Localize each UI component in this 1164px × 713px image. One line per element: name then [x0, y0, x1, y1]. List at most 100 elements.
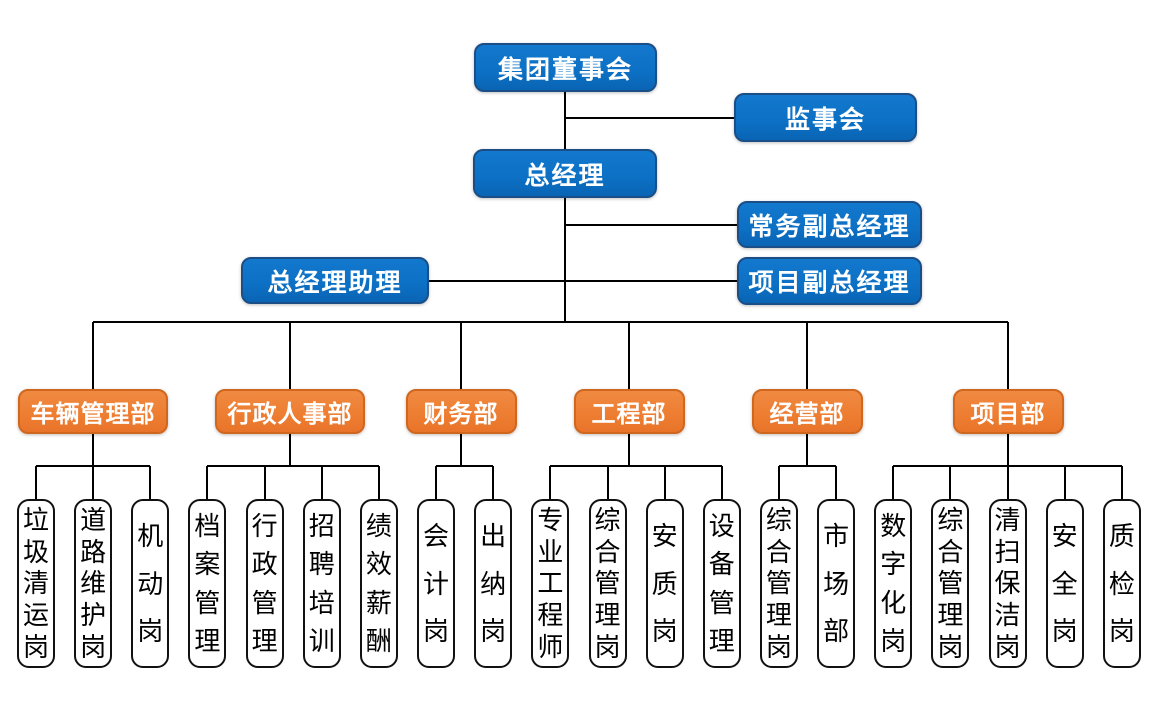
position-char: 训 — [308, 625, 335, 656]
position-char: 岗 — [880, 625, 907, 656]
node-position-admin-hr-3: 绩效薪酬 — [359, 499, 398, 668]
node-position-admin-hr-2: 招聘培训 — [302, 499, 341, 668]
node-position-project-1: 综合管理岗 — [931, 499, 970, 668]
connector-position-stem — [806, 434, 808, 466]
node-position-project-4-label: 质检岗 — [1105, 501, 1139, 666]
connector-position-stem — [92, 434, 94, 466]
connector-position-drop — [1063, 466, 1066, 499]
node-dept-operations: 经营部 — [751, 389, 863, 434]
connector-exec-deputy — [565, 224, 737, 226]
node-position-engineering-1: 综合管理岗 — [588, 499, 627, 668]
node-position-engineering-2-label: 安质岗 — [648, 501, 682, 666]
position-char: 管 — [937, 568, 964, 599]
position-char: 政 — [251, 549, 278, 580]
connector-position-drop — [835, 466, 838, 499]
connector-position-drop — [949, 466, 952, 499]
connector-position-drop — [377, 466, 380, 499]
position-char: 会 — [423, 520, 450, 551]
connector-position-drop — [663, 466, 666, 499]
connector-position-drop — [92, 466, 95, 499]
node-position-project-0-label: 数字化岗 — [876, 501, 910, 666]
connector-position-line — [778, 465, 837, 467]
node-position-finance-1-label: 出纳岗 — [476, 501, 510, 666]
connector-position-drop — [777, 466, 780, 499]
node-position-project-3: 安全岗 — [1045, 499, 1084, 668]
connector-position-drop — [892, 466, 895, 499]
connector-position-drop — [263, 466, 266, 499]
connector-position-drop — [35, 466, 37, 499]
node-dept-project: 项目部 — [952, 389, 1064, 434]
connector-supervisory — [565, 117, 734, 119]
position-char: 理 — [937, 600, 964, 631]
connector-position-line — [207, 465, 379, 467]
node-general-manager: 总经理 — [473, 149, 657, 198]
position-char: 护 — [80, 600, 107, 631]
position-char: 检 — [1108, 568, 1135, 599]
position-char: 岗 — [1108, 616, 1135, 647]
node-dept-finance-label: 财务部 — [423, 401, 499, 428]
node-executive-deputy-gm: 常务副总经理 — [737, 201, 922, 248]
node-dept-engineering-label: 工程部 — [591, 401, 667, 428]
position-char: 字 — [880, 549, 907, 580]
position-char: 岗 — [594, 632, 621, 663]
node-position-project-2-label: 清扫保洁岗 — [991, 501, 1025, 666]
position-char: 场 — [823, 568, 850, 599]
position-char: 管 — [765, 568, 792, 599]
node-position-project-1-label: 综合管理岗 — [933, 501, 967, 666]
node-position-vehicle-management-1-label: 道路维护岗 — [76, 501, 110, 666]
node-position-vehicle-management-1: 道路维护岗 — [74, 499, 113, 668]
position-char: 薪 — [365, 587, 392, 618]
node-dept-finance: 财务部 — [405, 389, 517, 434]
position-char: 质 — [1108, 520, 1135, 551]
position-char: 综 — [937, 504, 964, 535]
node-position-vehicle-management-2: 机动岗 — [131, 499, 170, 668]
node-position-vehicle-management-0-label: 垃圾清运岗 — [19, 501, 53, 666]
position-char: 安 — [651, 520, 678, 551]
connector-department-line — [93, 321, 1008, 323]
connector-position-drop — [149, 466, 152, 499]
position-char: 化 — [880, 587, 907, 618]
position-char: 岗 — [480, 616, 507, 647]
position-char: 备 — [708, 549, 735, 580]
position-char: 管 — [708, 587, 735, 618]
position-char: 计 — [423, 568, 450, 599]
connector-position-drop — [1006, 466, 1009, 499]
connector-position-drop — [720, 466, 723, 499]
position-char: 理 — [594, 600, 621, 631]
position-char: 效 — [365, 549, 392, 580]
position-char: 综 — [765, 504, 792, 535]
position-char: 全 — [1051, 568, 1078, 599]
position-char: 路 — [80, 536, 107, 567]
position-char: 理 — [765, 600, 792, 631]
node-position-engineering-0-label: 专业工程师 — [533, 501, 567, 666]
position-char: 市 — [823, 520, 850, 551]
position-char: 洁 — [994, 600, 1021, 631]
node-position-engineering-2: 安质岗 — [645, 499, 684, 668]
node-dept-vehicle-management-label: 车辆管理部 — [30, 401, 156, 428]
connector-trunk-upper — [564, 92, 566, 149]
node-position-project-4: 质检岗 — [1102, 499, 1141, 668]
position-char: 程 — [537, 600, 564, 631]
node-dept-admin-hr: 行政人事部 — [215, 389, 365, 434]
node-position-engineering-3-label: 设备管理 — [705, 501, 739, 666]
node-project-deputy-gm-label: 项目副总经理 — [748, 269, 911, 297]
position-char: 岗 — [423, 616, 450, 647]
position-char: 专 — [537, 504, 564, 535]
connector-department-drop — [1007, 322, 1009, 389]
node-position-admin-hr-3-label: 绩效薪酬 — [362, 501, 396, 666]
node-position-finance-0-label: 会计岗 — [419, 501, 453, 666]
position-char: 培 — [308, 587, 335, 618]
position-char: 运 — [22, 600, 49, 631]
position-char: 管 — [594, 568, 621, 599]
connector-department-drop — [806, 322, 808, 389]
connector-department-drop — [92, 322, 94, 389]
node-position-engineering-0: 专业工程师 — [531, 499, 570, 668]
position-char: 案 — [194, 549, 221, 580]
connector-assistant-project-deputy — [429, 280, 737, 282]
node-gm-assistant: 总经理助理 — [241, 257, 429, 304]
position-char: 岗 — [994, 632, 1021, 663]
position-char: 业 — [537, 536, 564, 567]
position-char: 岗 — [651, 616, 678, 647]
node-position-project-2: 清扫保洁岗 — [988, 499, 1027, 668]
position-char: 岗 — [22, 632, 49, 663]
